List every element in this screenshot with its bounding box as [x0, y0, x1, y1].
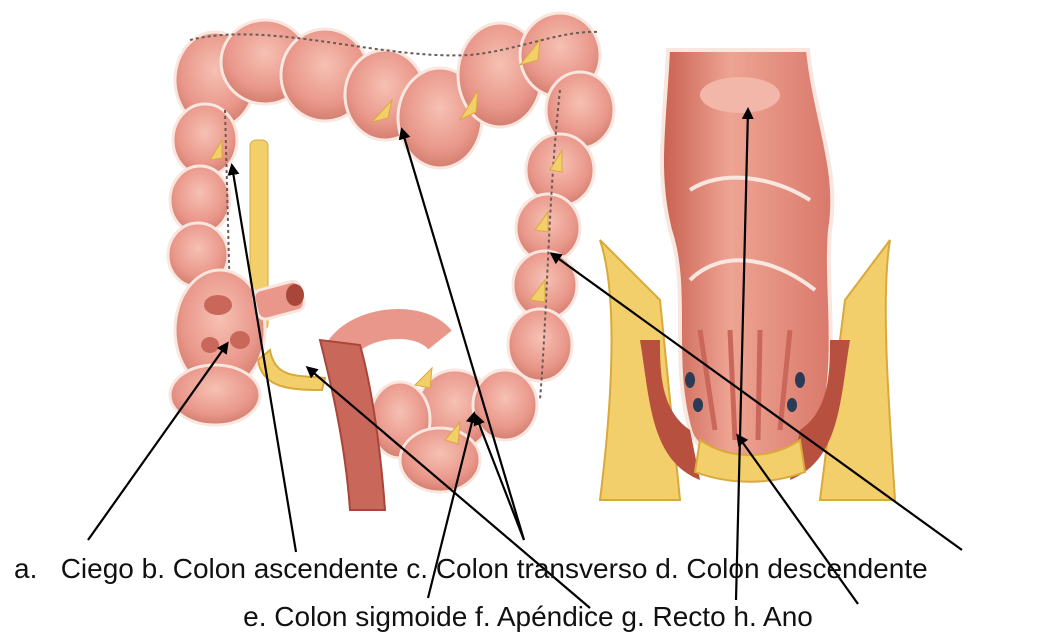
cecum [170, 270, 306, 425]
descending-colon [508, 72, 614, 400]
sigmoid-colon [320, 324, 537, 510]
caption-line-2: e. Colon sigmoide f. Apéndice g. Recto h… [243, 601, 813, 632]
caption-line-1: a. Ciego b. Colon ascendente c. Colon tr… [14, 553, 928, 584]
large-intestine-illustration [168, 13, 614, 510]
arrow-a-ciego [88, 344, 227, 540]
